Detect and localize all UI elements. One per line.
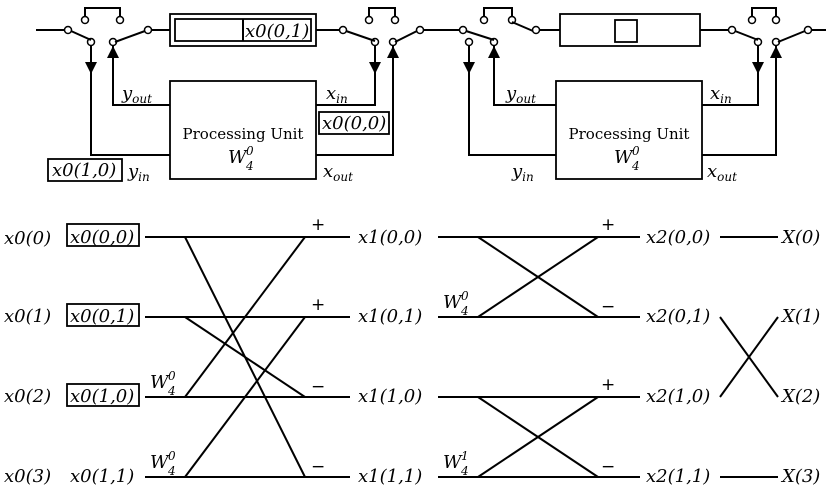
arrow-down-icon [369,62,381,74]
plus-sign: + [311,295,325,315]
plus-sign: + [601,215,615,235]
pu-twiddle: W [228,147,248,168]
left-input-box [47,158,123,182]
stage1-output: x1(1,0) [358,386,422,407]
processing-unit-left: Processing Unit W 0 4 [169,80,317,180]
stage2-output: x2(1,1) [646,466,710,487]
processing-unit-right: Processing Unit W 0 4 [555,80,703,180]
switch-group-2 [338,7,425,47]
svg-text:4: 4 [460,304,469,318]
reordered-label: x0(1,0) [70,386,134,407]
wire-from-yout [493,46,556,106]
xin-label: xin [326,83,348,106]
input-label: x0(3) [4,466,51,487]
right-input-value: x0(0,0) [322,113,386,134]
minus-sign: − [311,457,325,477]
svg-text:4: 4 [460,464,469,478]
stage1-cross [184,316,306,398]
stage1-output: x1(0,1) [358,306,422,327]
reordered-box [66,223,140,247]
stage2-output: x2(0,1) [646,306,710,327]
svg-text:1: 1 [461,449,469,463]
wire-xout [702,46,777,156]
arrow-up-icon [488,46,500,58]
svg-text:4: 4 [167,464,176,478]
stage2-twiddle: W [443,292,463,313]
xin-label: xin [710,83,732,106]
yout-label: yout [505,83,536,106]
final-output: X(1) [780,306,820,327]
svg-text:0: 0 [246,144,254,158]
wire-from-yout [112,46,170,106]
pu-title: Processing Unit [569,125,690,143]
final-output: X(0) [780,227,820,248]
reordered-box [66,383,140,407]
switch-group-3 [458,7,541,47]
final-cross [719,316,779,398]
arrow-down-icon [752,62,764,74]
switch-group-4 [727,7,813,47]
stage1-cross [184,236,306,398]
wire-to-yin [468,46,556,156]
plus-sign: + [601,375,615,395]
minus-sign: − [601,297,615,317]
yout-label: yout [121,83,152,106]
svg-text:4: 4 [631,159,640,173]
arrow-down-icon [85,62,97,74]
left-input-value: x0(1,0) [52,160,116,181]
shift-register-1: x0(0,1) [169,13,317,47]
arrow-up-icon [770,46,782,58]
switch-group-1 [63,7,153,47]
flow-graph: x0(0) x0(1) x0(2) x0(3) x0(0,0) x0(0,1) … [4,215,820,487]
final-output: X(2) [780,386,820,407]
stage1-twiddle: W [150,372,170,393]
stage2-cross [477,396,599,478]
stage1-output: x1(0,0) [358,227,422,248]
right-input-box [318,111,390,135]
pu-twiddle: W [614,147,634,168]
arrow-up-icon [107,46,119,58]
reordered-box [66,303,140,327]
input-label: x0(2) [4,386,51,407]
arrow-up-icon [387,46,399,58]
input-label: x0(0) [4,228,51,249]
register-value-label: x0(0,1) [245,21,309,42]
yin-label: yin [127,161,150,184]
svg-text:4: 4 [167,384,176,398]
shift-register-2 [559,13,701,47]
hardware-diagram: x0(0,1) [36,7,826,184]
svg-text:0: 0 [168,369,176,383]
svg-text:0: 0 [461,289,469,303]
svg-text:4: 4 [245,159,254,173]
xout-label: xout [323,161,353,184]
minus-sign: − [601,457,615,477]
wire-xout [316,46,394,156]
yin-label: yin [511,161,534,184]
xout-label: xout [707,161,737,184]
wire-to-yin [90,46,170,156]
reordered-label: x0(0,1) [70,306,134,327]
stage1-twiddle: W [150,452,170,473]
stage2-output: x2(0,0) [646,227,710,248]
minus-sign: − [311,377,325,397]
stage1-cross [184,316,306,478]
plus-sign: + [311,215,325,235]
stage2-cross [477,236,599,318]
pu-title: Processing Unit [183,125,304,143]
reordered-label: x0(0,0) [70,227,134,248]
input-label: x0(1) [4,306,51,327]
stage2-twiddle: W [443,452,463,473]
reordered-label: x0(1,1) [70,466,134,487]
final-output: X(3) [780,466,820,487]
svg-text:0: 0 [168,449,176,463]
svg-text:0: 0 [632,144,640,158]
arrow-down-icon [463,62,475,74]
stage1-output: x1(1,1) [358,466,422,487]
stage2-output: x2(1,0) [646,386,710,407]
